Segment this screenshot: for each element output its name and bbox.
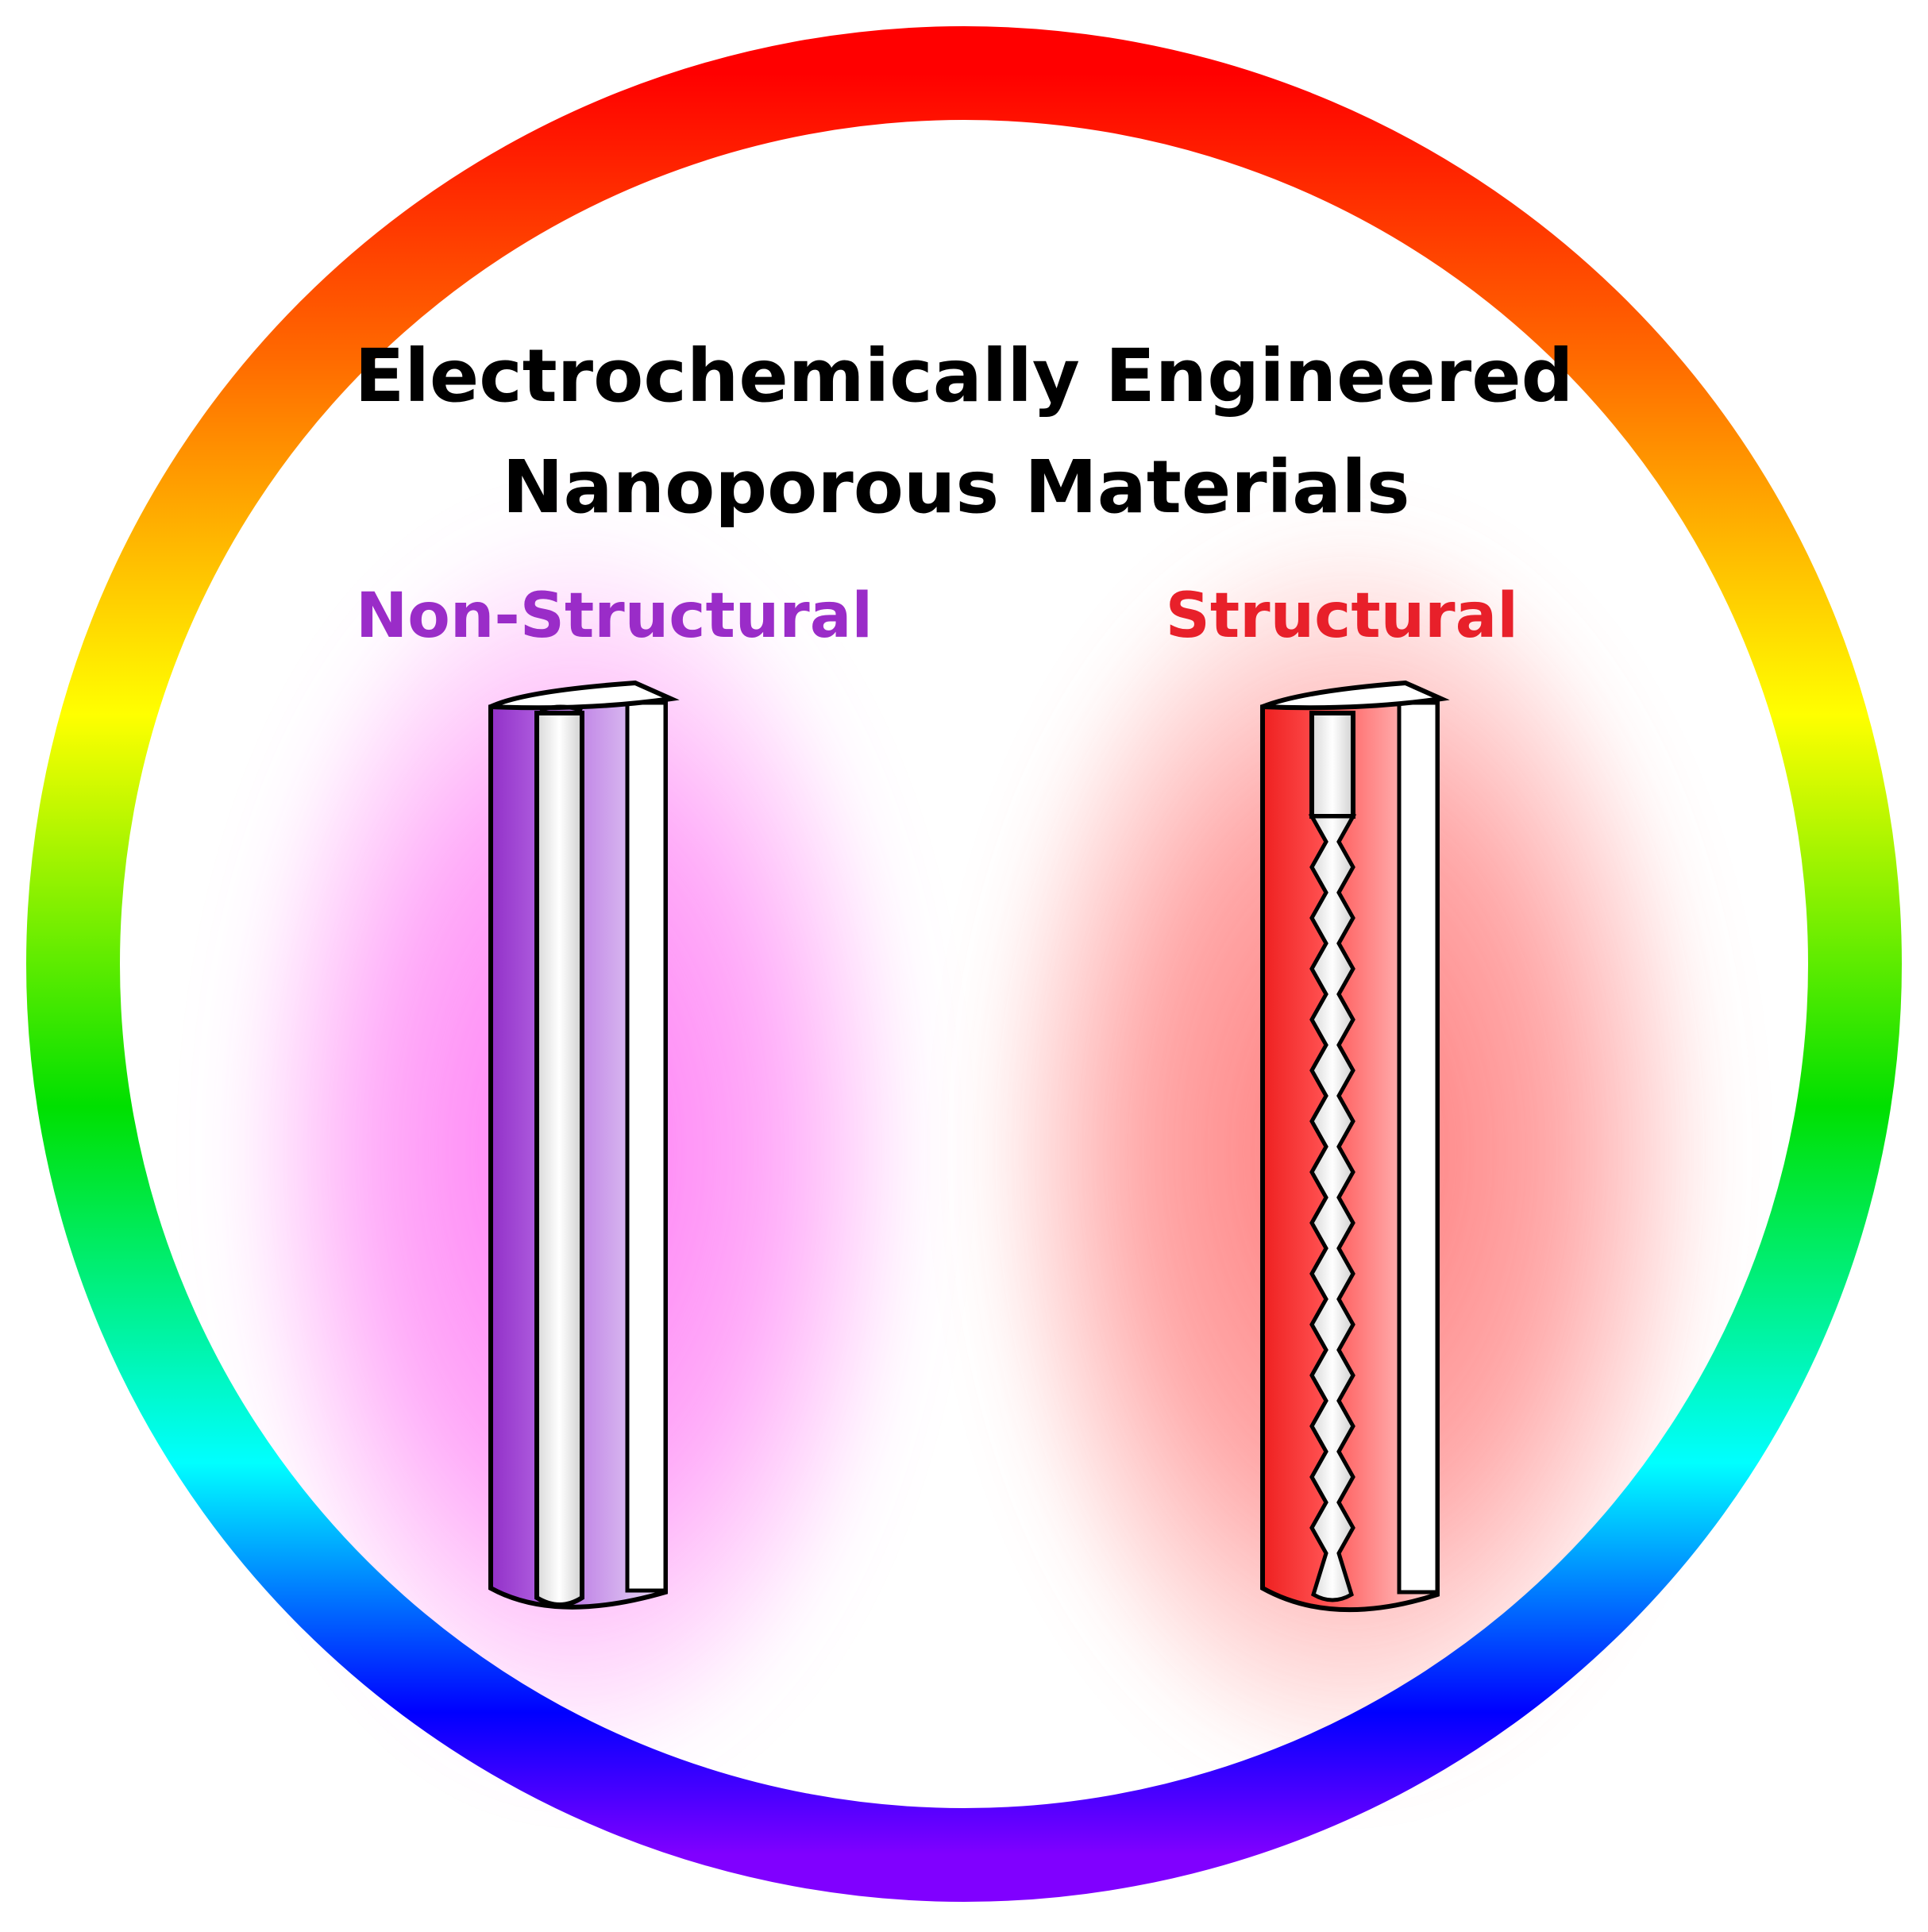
column-outer-wall (625, 700, 668, 1593)
title-line-2: Nanoporous Materials (503, 445, 1410, 530)
pore-straight-top-segment (1309, 711, 1355, 819)
rainbow-ring (26, 26, 1902, 1902)
column-outer-wall (1397, 700, 1440, 1595)
title-line-1: Electrochemically Engineered (354, 334, 1573, 418)
column-top-rim (539, 704, 583, 713)
straight-pore-channel (534, 711, 584, 1607)
non-structural-pore-column (488, 680, 680, 1610)
structural-pore-column (1260, 680, 1450, 1613)
column-top-face (1261, 680, 1450, 711)
structural-label: Structural (1166, 580, 1518, 652)
non-structural-label: Non-Structural (356, 580, 873, 652)
modulated-pore-channel (1308, 814, 1357, 1602)
